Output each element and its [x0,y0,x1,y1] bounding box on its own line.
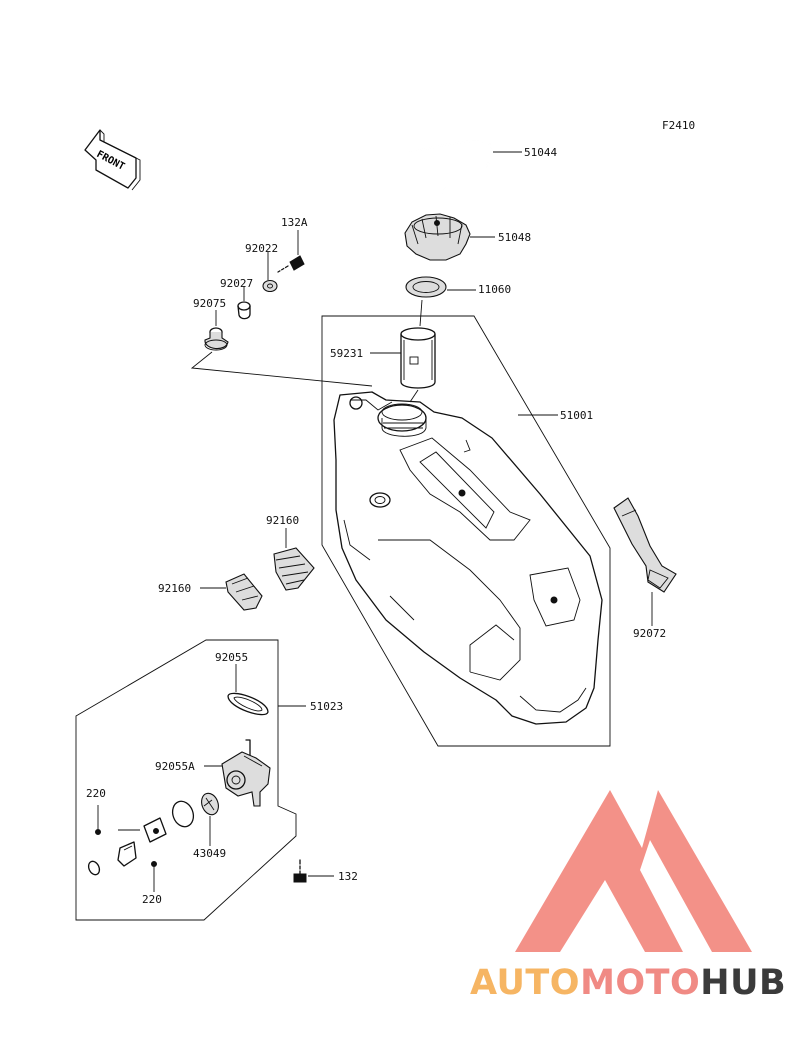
pad-92160-upper [273,547,315,591]
front-arrow-icon: FRONT [84,129,141,191]
watermark-text-moto: MOTO [580,963,700,1003]
label-51044: 51044 [524,146,557,159]
watermark-logo: AUTOMOTOHUB [470,790,786,1003]
fuel-cock-assembly-frame [75,639,297,921]
o-ring [171,800,195,828]
label-43049: 43049 [193,847,226,860]
label-92160-lower: 92160 [158,582,191,595]
label-51048: 51048 [498,231,531,244]
label-92075: 92075 [193,297,226,310]
label-51001: 51001 [560,409,593,422]
bolt-132 [293,859,307,883]
label-11060: 11060 [478,283,511,296]
small-washer [87,860,101,876]
label-92072: 92072 [633,627,666,640]
watermark-text-hub: HUB [700,963,786,1003]
label-92055: 92055 [215,651,248,664]
label-92022: 92022 [245,242,278,255]
screw-220-upper [95,829,101,835]
figure-code: F2410 [662,119,695,132]
gasket-11060 [405,276,447,298]
label-92055A: 92055A [155,760,195,773]
damper-92075 [204,327,229,351]
label-220-upper: 220 [86,787,106,800]
bolt-132A [277,255,305,275]
label-92027: 92027 [220,277,253,290]
breather-hose-51044 [406,140,494,198]
fuel-tank-bracket-frame [321,315,611,747]
pad-92160-lower [225,573,263,611]
front-arrow-label: FRONT [95,149,127,173]
label-220-lower: 220 [142,893,162,906]
washer-92022 [262,279,278,293]
fuel-tank-51001 [333,391,603,725]
collar-92027 [237,301,251,320]
label-92160-upper: 92160 [266,514,299,527]
screw-220-lower [151,861,157,867]
label-132A: 132A [281,216,308,229]
lever-plate [143,817,167,843]
fuel-filter-59231 [400,327,436,389]
label-51023: 51023 [310,700,343,713]
fuel-cock-body [221,739,271,807]
diaphragm-43049 [201,792,219,816]
fuel-cap-51048 [404,213,471,261]
label-59231: 59231 [330,347,363,360]
watermark-triangle-icon [515,790,752,952]
band-92072 [613,497,677,593]
lever-knob [117,841,137,867]
svg-text:AUTOMOTOHUB: AUTOMOTOHUB [470,963,786,1003]
gasket-92055 [227,692,269,716]
label-132: 132 [338,870,358,883]
watermark-text-auto: AUTO [470,963,580,1003]
